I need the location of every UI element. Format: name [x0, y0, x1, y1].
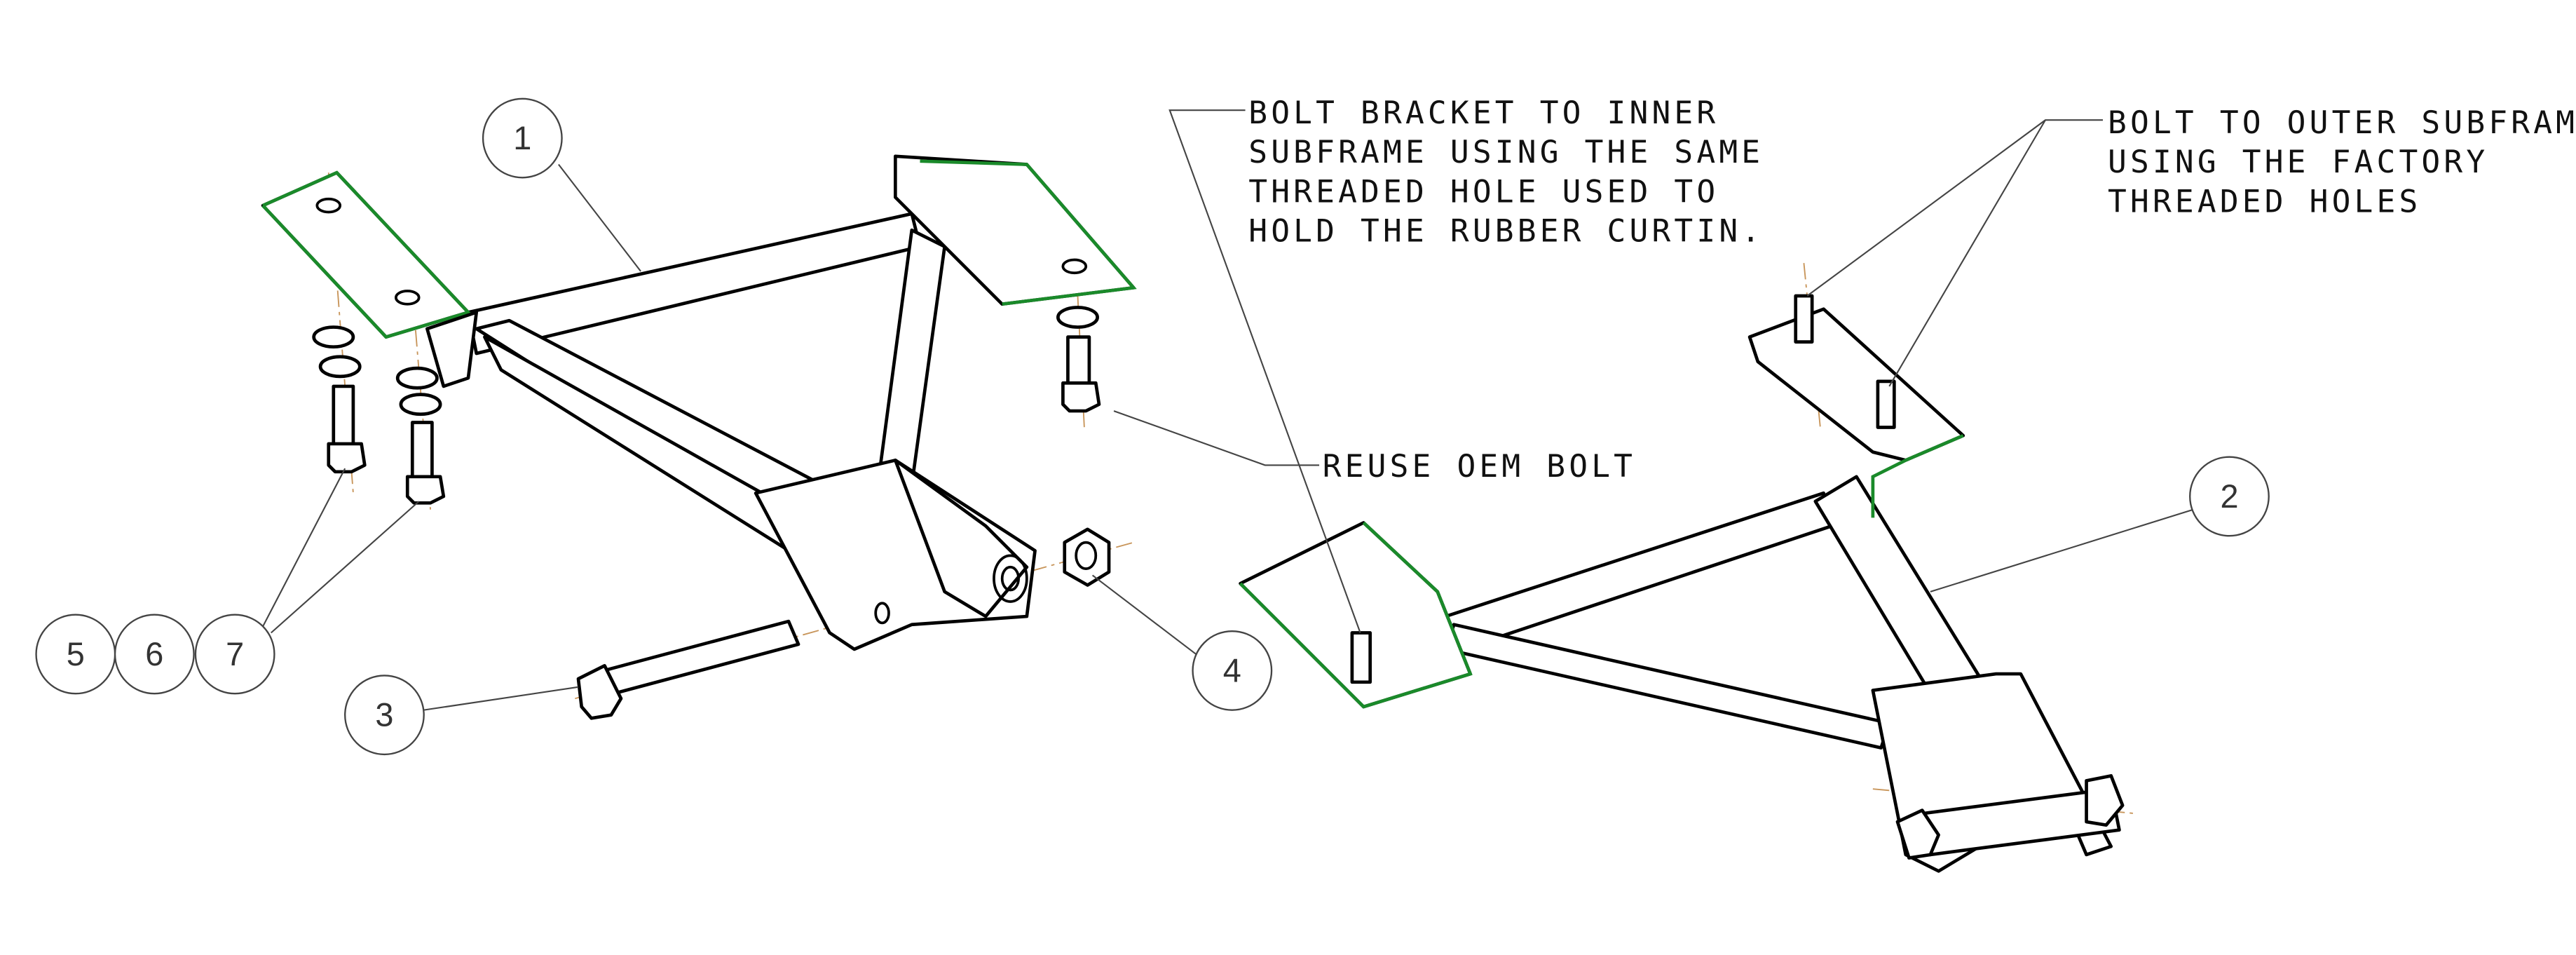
balloon-label: 5 — [67, 636, 85, 672]
left-bracket — [261, 170, 470, 339]
right-diagonal-tube — [1444, 623, 1891, 750]
vertical-tube — [877, 228, 946, 487]
balloon-5: 5 — [35, 614, 116, 695]
balloon-label: 2 — [2220, 478, 2238, 515]
balloon-4: 4 — [1192, 630, 1273, 711]
right-long-tube — [1444, 491, 1834, 651]
note-inner-subframe: BOLT BRACKET TO INNER SUBFRAME USING THE… — [1248, 95, 1764, 250]
balloon-label: 1 — [513, 120, 531, 156]
reuse-oem-bolt-part — [1056, 306, 1101, 413]
note-line: USING THE FACTORY — [2108, 144, 2488, 180]
balloon-label: 3 — [375, 697, 393, 733]
note-reuse-oem-bolt: REUSE OEM BOLT — [1323, 448, 1636, 485]
balloon-label: 6 — [145, 636, 163, 672]
washer-bolt-center — [395, 366, 446, 505]
note-line: BOLT BRACKET TO INNER — [1248, 95, 1719, 131]
balloon-3: 3 — [344, 675, 425, 756]
note-outer-subframe: BOLT TO OUTER SUBFRAME USING THE FACTORY… — [2108, 104, 2576, 220]
note-line: SUBFRAME USING THE SAME — [1248, 134, 1764, 170]
balloon-2: 2 — [2189, 456, 2270, 537]
washer-bolt-left — [312, 325, 367, 474]
balloon-1: 1 — [482, 97, 563, 179]
balloon-label: 7 — [226, 636, 244, 672]
balloon-7: 7 — [194, 614, 275, 695]
note-line: HOLD THE RUBBER CURTIN. — [1248, 213, 1764, 250]
right-crossmember-assembly — [1239, 263, 2136, 873]
left-crossmember-assembly — [261, 154, 1137, 720]
balloon-label: 4 — [1223, 652, 1241, 689]
balloon-6: 6 — [114, 614, 195, 695]
note-line: THREADED HOLE USED TO — [1248, 173, 1719, 210]
outer-bracket — [1747, 307, 1965, 462]
note-line: THREADED HOLES — [2108, 183, 2421, 219]
leaders — [259, 109, 2194, 711]
upper-tube — [466, 212, 922, 355]
nut — [1063, 527, 1111, 587]
right-upright-tube — [1813, 475, 1990, 709]
pivot-bolt — [576, 619, 800, 720]
note-line: BOLT TO OUTER SUBFRAME — [2108, 104, 2576, 141]
